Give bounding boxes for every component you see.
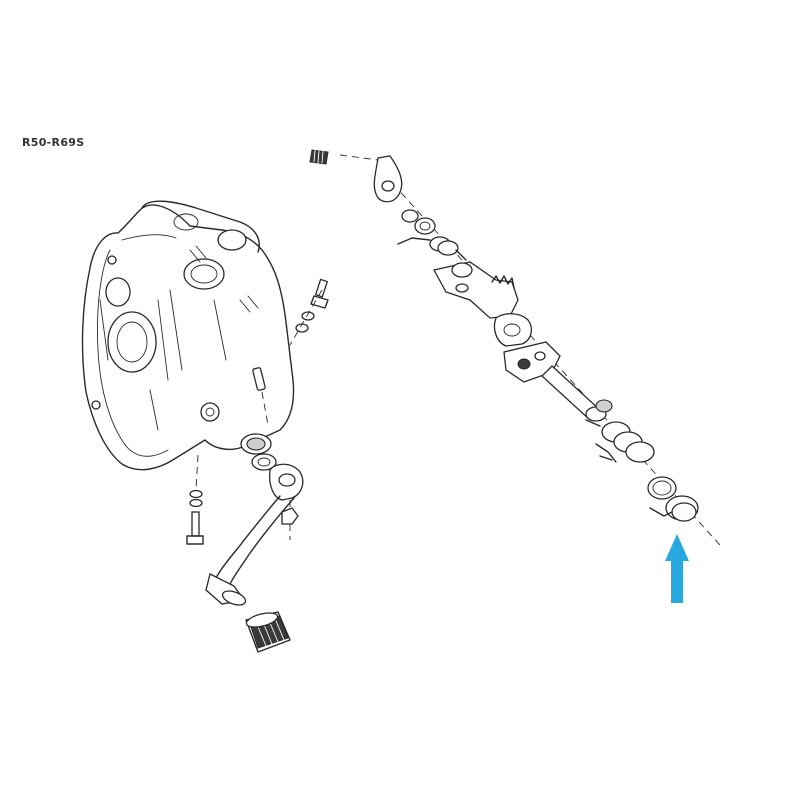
thrust-washers [401, 209, 436, 235]
shift-cam-plate [493, 313, 561, 383]
return-spring [397, 236, 467, 261]
shaft-axis [339, 154, 721, 546]
arrow-up-icon [665, 534, 689, 603]
adjusting-screw [309, 149, 329, 165]
kickstart-pedal-rubber [245, 611, 291, 653]
housing-bolt-lower [186, 454, 204, 545]
kickstart-lever [205, 453, 304, 606]
housing-stud [252, 367, 269, 426]
housing-bolt-upper [289, 278, 329, 346]
gearbox-housing [81, 200, 295, 471]
model-label: R50-R69S [22, 136, 85, 149]
kickstart-spring [595, 421, 655, 463]
ratchet-gear-segment [433, 261, 519, 319]
selector-arm [373, 155, 403, 203]
kickstart-shaft [541, 365, 613, 427]
end-washers [647, 476, 699, 522]
